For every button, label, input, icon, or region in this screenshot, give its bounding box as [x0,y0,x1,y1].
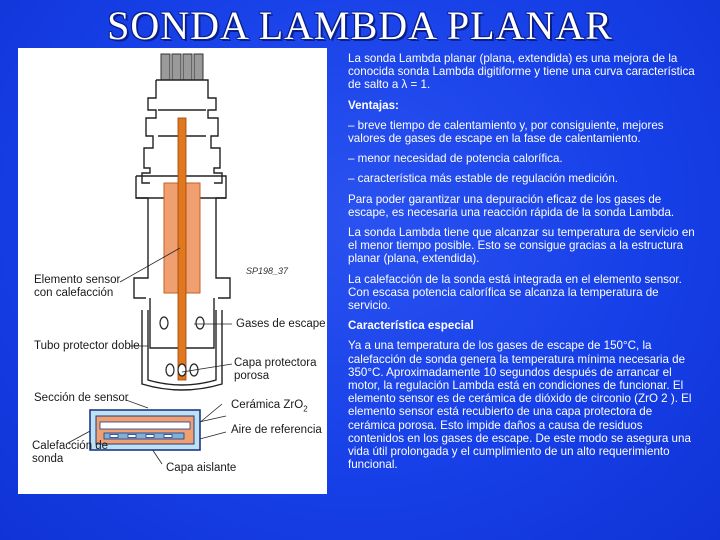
sensor-drawing [67,53,233,465]
advantage-item: – menor necesidad de potencia calorífica… [348,152,563,166]
label-exhaust-gas: Gases de escape [236,318,326,330]
label-sensor-element: Elemento sensor con calefacción [34,274,121,299]
label-protective-layer: Capa protectora porosa [234,357,317,382]
purification-paragraph: Para poder garantizar una depuración efi… [348,192,675,219]
label-insulating-layer: Capa aislante [166,462,237,474]
label-sensor-section: Sección de sensor [34,392,129,404]
label-heating: Calefacción de sonda [32,440,109,465]
gas-holes [159,316,205,377]
slide-title: SONDA LAMBDA PLANAR [107,3,613,48]
sensor-section-detail [89,409,201,451]
intro-paragraph: La sonda Lambda planar (plana, extendida… [348,52,695,92]
advantage-item: – característica más estable de regulaci… [348,172,619,186]
label-reference-air: Aire de referencia [231,424,322,436]
lambda-sensor-diagram: SP198_37 Elemento sensor con calefacción… [18,48,327,494]
temperature-paragraph: La sonda Lambda tiene que alcanzar su te… [348,226,695,266]
special-heading: Característica especial [348,319,474,333]
advantage-item: – breve tiempo de calentamiento y, por c… [348,118,664,146]
leader-lines [67,247,233,465]
label-double-tube: Tubo protector doble [34,340,140,352]
heating-paragraph: La calefacción de la sonda está integrad… [348,272,682,313]
figure-code: SP198_37 [246,266,289,276]
sensor-element-strip [177,117,187,381]
special-paragraph: Ya a una temperatura de los gases de esc… [348,339,692,472]
connector-wires [160,53,204,81]
description-text: La sonda Lambda planar (plana, extendida… [348,52,696,478]
advantages-heading: Ventajas: [348,98,399,112]
label-ceramic: Cerámica ZrO2 [231,399,308,414]
